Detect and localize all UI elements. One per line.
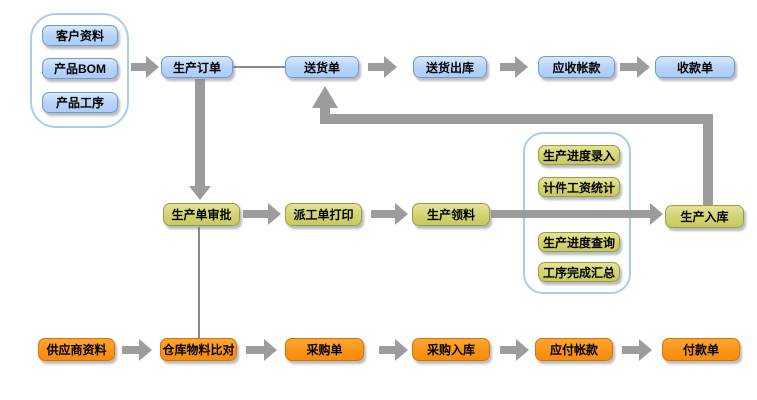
node-progress-query: 生产进度查询: [538, 232, 620, 252]
arrow-payables-to-payment: [622, 339, 652, 361]
node-delivery-note: 送货单: [285, 56, 359, 78]
node-product-bom: 产品BOM: [42, 58, 118, 79]
arrow-po-to-purchase-in: [379, 339, 408, 361]
arrow-out-to-receivables: [500, 56, 528, 78]
node-purchase-order: 采购单: [285, 338, 364, 361]
node-warehouse-material-compare: 仓库物料比对: [160, 338, 237, 361]
node-process-summary: 工序完成汇总: [538, 262, 620, 282]
arrow-supplier-to-warehouse: [122, 339, 152, 361]
arrow-delivery-note-to-out: [368, 56, 397, 78]
node-progress-entry: 生产进度录入: [538, 145, 620, 165]
feedback-up-arrowhead: [312, 86, 338, 116]
feedback-horizontal-bar: [320, 114, 713, 124]
arrow-workorder-to-requisition: [371, 203, 408, 225]
node-accounts-payable: 应付帐款: [535, 338, 613, 361]
node-product-process: 产品工序: [42, 92, 118, 113]
node-delivery-outbound: 送货出库: [413, 56, 487, 78]
node-customer-data: 客户资料: [42, 25, 118, 46]
arrow-master-to-prod-order: [131, 56, 159, 78]
node-purchase-inbound: 采购入库: [412, 338, 490, 361]
node-production-order: 生产订单: [161, 56, 233, 78]
node-production-approval: 生产单审批: [163, 203, 240, 226]
node-production-inbound: 生产入库: [665, 205, 744, 228]
arrow-requisition-to-prod-in: [491, 203, 663, 225]
node-payment-voucher: 付款单: [662, 338, 740, 361]
feedback-vertical-bar: [703, 114, 713, 206]
arrow-purchase-in-to-payables: [500, 339, 529, 361]
node-piecework-stats: 计件工资统计: [538, 177, 620, 197]
arrow-warehouse-to-po: [246, 339, 277, 361]
arrow-prod-order-to-approval: [189, 79, 211, 200]
node-work-order-print: 派工单打印: [285, 203, 362, 226]
node-supplier-data: 供应商资料: [38, 338, 115, 361]
node-material-requisition: 生产领料: [412, 203, 490, 226]
node-accounts-receivable: 应收帐款: [538, 56, 615, 78]
arrow-receivables-to-receipt: [620, 56, 650, 78]
node-receipt-voucher: 收款单: [655, 56, 735, 78]
arrow-approval-to-workorder: [243, 203, 281, 225]
